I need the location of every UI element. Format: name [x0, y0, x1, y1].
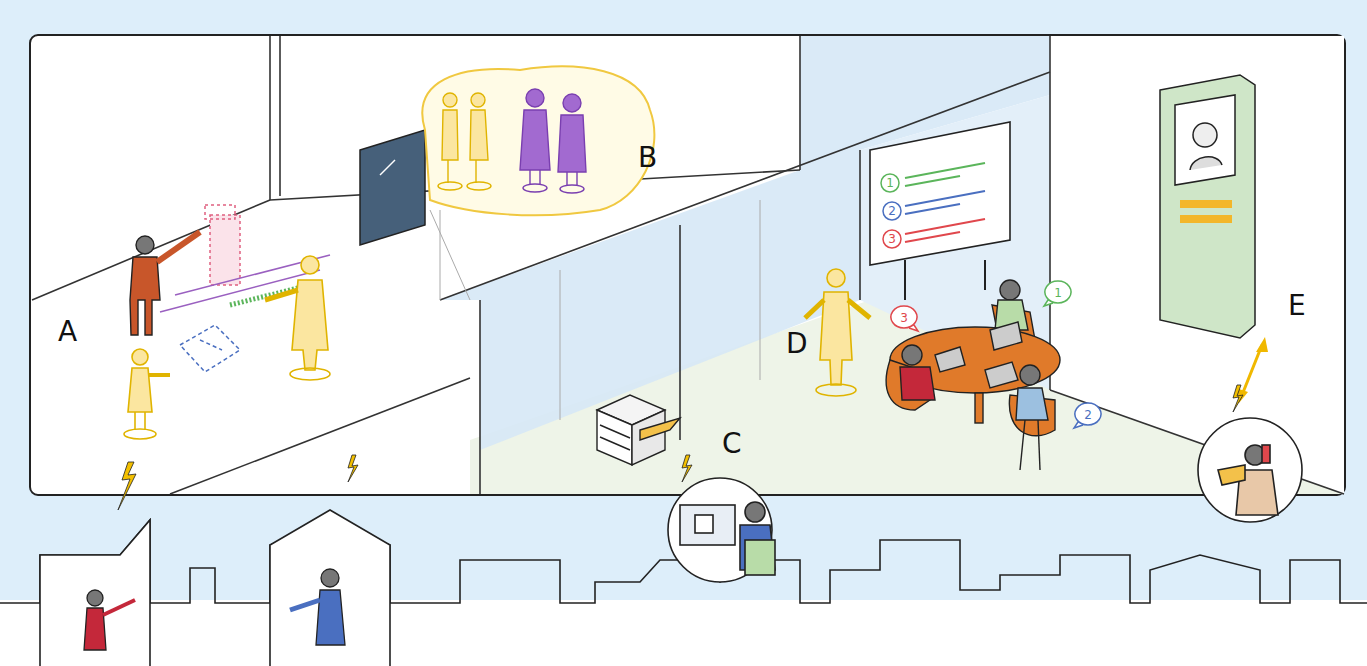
room-outline — [30, 35, 1345, 495]
room-lines — [32, 36, 1344, 494]
hologram-person — [265, 256, 330, 380]
area-label: D — [786, 330, 808, 358]
home — [40, 510, 390, 666]
numbered-circle: 1 — [880, 173, 900, 193]
circle-outline — [881, 174, 899, 192]
screen-glare — [380, 160, 395, 175]
callout-number: 1 — [880, 173, 900, 193]
screen — [360, 130, 425, 245]
circle-outline — [883, 202, 901, 220]
kiosk — [1160, 75, 1255, 338]
speech-bubble: 2 — [1074, 402, 1102, 428]
link-arrow — [1242, 345, 1262, 395]
person — [130, 232, 200, 335]
area-label: A — [58, 318, 77, 346]
area-label: B — [638, 144, 657, 172]
hologram-person — [124, 349, 170, 439]
callout-circle — [668, 418, 1302, 582]
area-label: C — [722, 430, 742, 458]
callout-number: 3 — [882, 229, 902, 249]
meeting-table — [886, 280, 1060, 470]
glass-frame — [430, 200, 760, 420]
callout-number: 1 — [1044, 280, 1072, 306]
speech-bubble: 1 — [1044, 280, 1072, 306]
printer — [597, 395, 680, 465]
remote-cloud — [422, 66, 654, 215]
speech-bubble: 3 — [890, 305, 918, 331]
hologram-model — [160, 205, 330, 372]
numbered-circle: 2 — [882, 201, 902, 221]
hologram-person — [805, 269, 870, 396]
remote-people — [438, 89, 586, 193]
ground — [0, 600, 1367, 666]
whiteboard — [870, 122, 1010, 300]
callout-number: 3 — [890, 305, 918, 331]
callout-number: 2 — [882, 201, 902, 221]
numbered-circle: 3 — [882, 229, 902, 249]
area-label: E — [1288, 292, 1306, 320]
circle-outline — [883, 230, 901, 248]
callout-number: 2 — [1074, 402, 1102, 428]
signal-bolt — [118, 385, 1243, 510]
remote-worker — [84, 569, 345, 650]
bubble-outline — [891, 306, 918, 331]
arrowhead — [1256, 337, 1268, 352]
